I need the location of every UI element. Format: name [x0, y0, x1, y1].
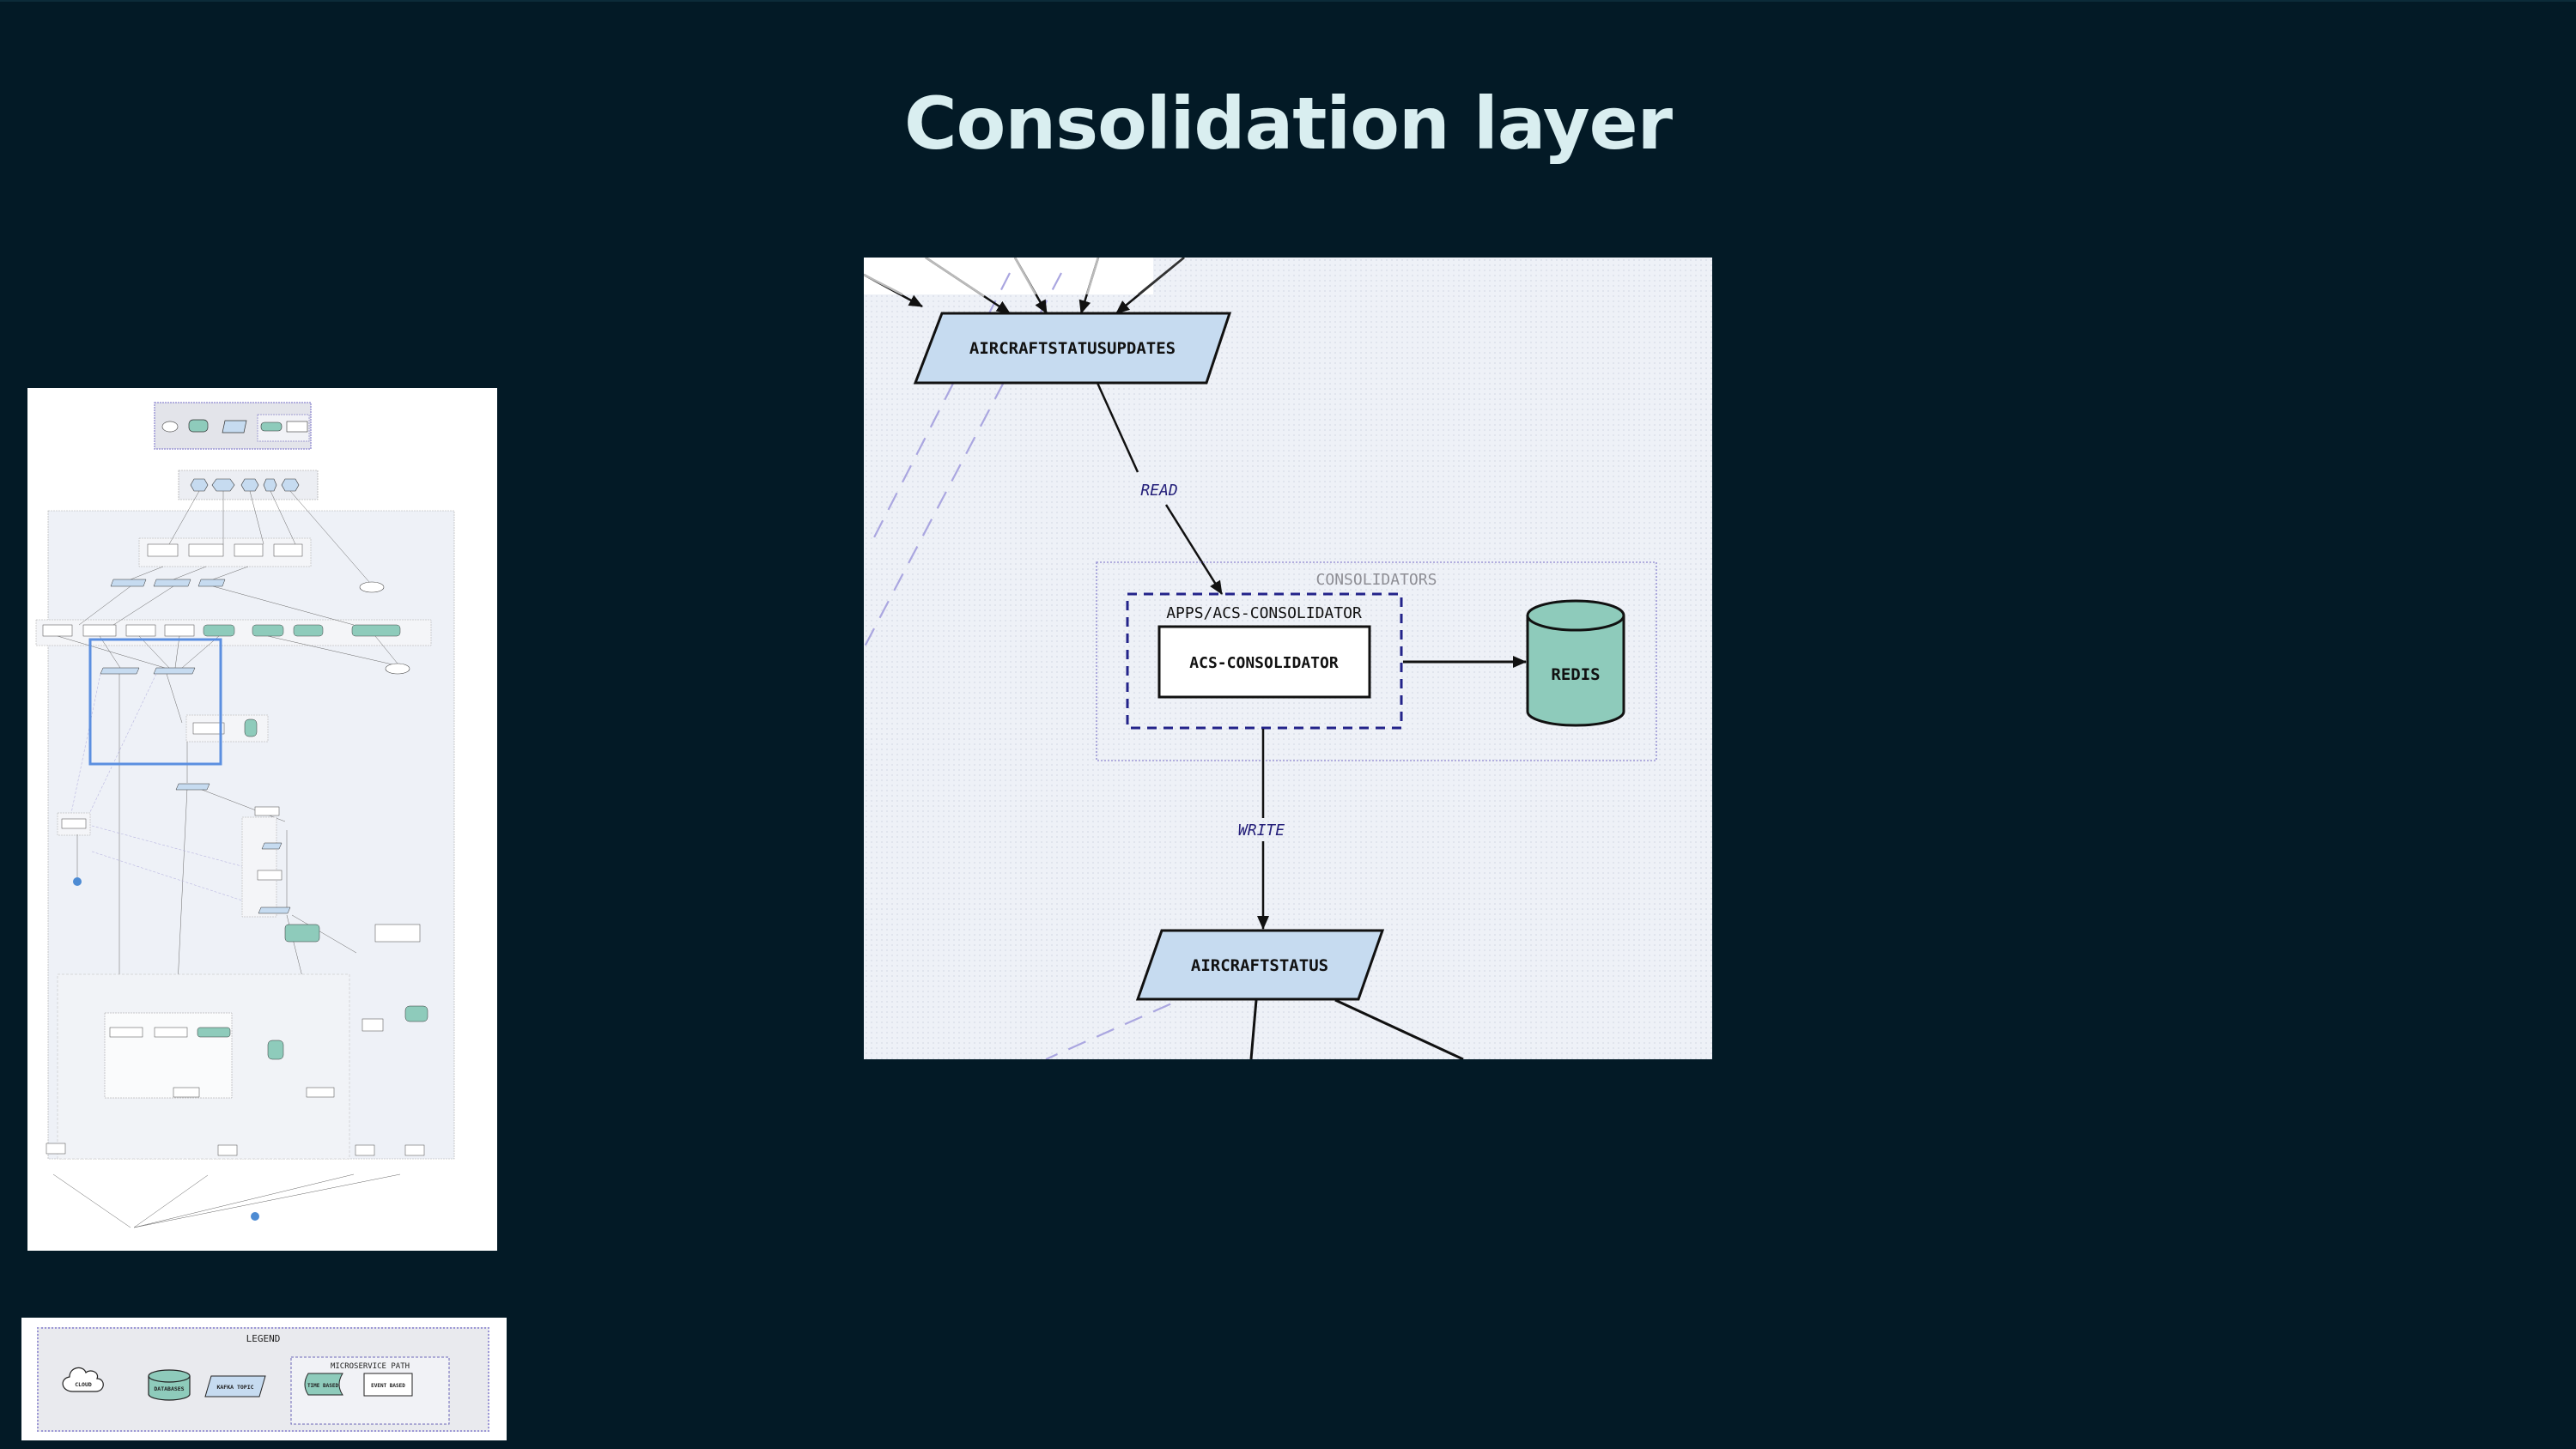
topic-aircraftstatus-label: AIRCRAFTSTATUS	[1191, 956, 1328, 975]
legend-title: LEGEND	[246, 1333, 281, 1344]
legend-cloud-label: CLOUD	[75, 1381, 92, 1388]
legend-databases-label: DATABASES	[154, 1385, 184, 1392]
legend-kafka-topic-label: KAFKA TOPIC	[216, 1384, 253, 1391]
incoming-edges	[864, 258, 1185, 315]
mini-user-icon	[251, 1212, 259, 1221]
legend-shapes: CLOUD DATABASES KAFKA TOPIC MICROSERVICE…	[62, 1356, 450, 1425]
consolidators-group-label: CONSOLIDATORS	[1316, 571, 1437, 589]
service-acs-consolidator-label: ACS-CONSOLIDATOR	[1189, 654, 1339, 672]
diagram-canvas: AIRCRAFTSTATUSUPDATES READ CONSOLIDATORS…	[864, 258, 1657, 1059]
topic-aircraftstatusupdates-label: AIRCRAFTSTATUSUPDATES	[969, 339, 1176, 358]
app-acs-consolidator-label: APPS/ACS-CONSOLIDATOR	[1166, 604, 1362, 622]
legend-time-based-label: TIME BASED	[307, 1383, 339, 1389]
slide-title: Consolidation layer	[903, 82, 1673, 166]
app-acs-consolidator-box	[1126, 592, 1403, 730]
database-redis-label: REDIS	[1551, 665, 1600, 684]
time-based-icon	[304, 1373, 343, 1396]
write-edge-label: WRITE	[1238, 822, 1285, 840]
topic-aircraftstatus[interactable]	[1135, 929, 1385, 1001]
overview-thumbnail	[27, 388, 497, 1251]
consolidators-group	[1096, 561, 1657, 761]
legend-event-based-label: EVENT BASED	[371, 1383, 405, 1389]
overview-diagram-picture	[35, 402, 455, 1228]
mini-database-icon	[188, 419, 209, 433]
kafka-topic-icon	[204, 1375, 266, 1397]
legend-panel: LEGEND CLOUD DATABASES KAFKA TOPIC MICRO…	[21, 1318, 507, 1440]
event-based-icon	[363, 1373, 413, 1397]
database-icon	[148, 1369, 191, 1401]
database-redis[interactable]	[1526, 599, 1625, 727]
mini-topic-icon	[222, 420, 247, 433]
read-edge	[1096, 382, 1139, 473]
mini-highlight-frame	[88, 638, 222, 766]
top-border	[0, 0, 2576, 2]
background-dashed-links	[864, 272, 1200, 1059]
outgoing-edges	[1249, 998, 1464, 1059]
cloud-icon	[62, 1367, 104, 1392]
legend-box: LEGEND CLOUD DATABASES KAFKA TOPIC MICRO…	[37, 1327, 489, 1432]
topic-aircraftstatusupdates[interactable]	[913, 312, 1232, 385]
read-edge-label: READ	[1140, 482, 1177, 500]
mini-cloud-icon	[161, 421, 179, 433]
microservice-path-title: MICROSERVICE PATH	[331, 1362, 410, 1371]
service-acs-consolidator[interactable]	[1157, 625, 1371, 699]
consolidation-diagram: AIRCRAFTSTATUSUPDATES READ CONSOLIDATORS…	[864, 258, 1712, 1059]
